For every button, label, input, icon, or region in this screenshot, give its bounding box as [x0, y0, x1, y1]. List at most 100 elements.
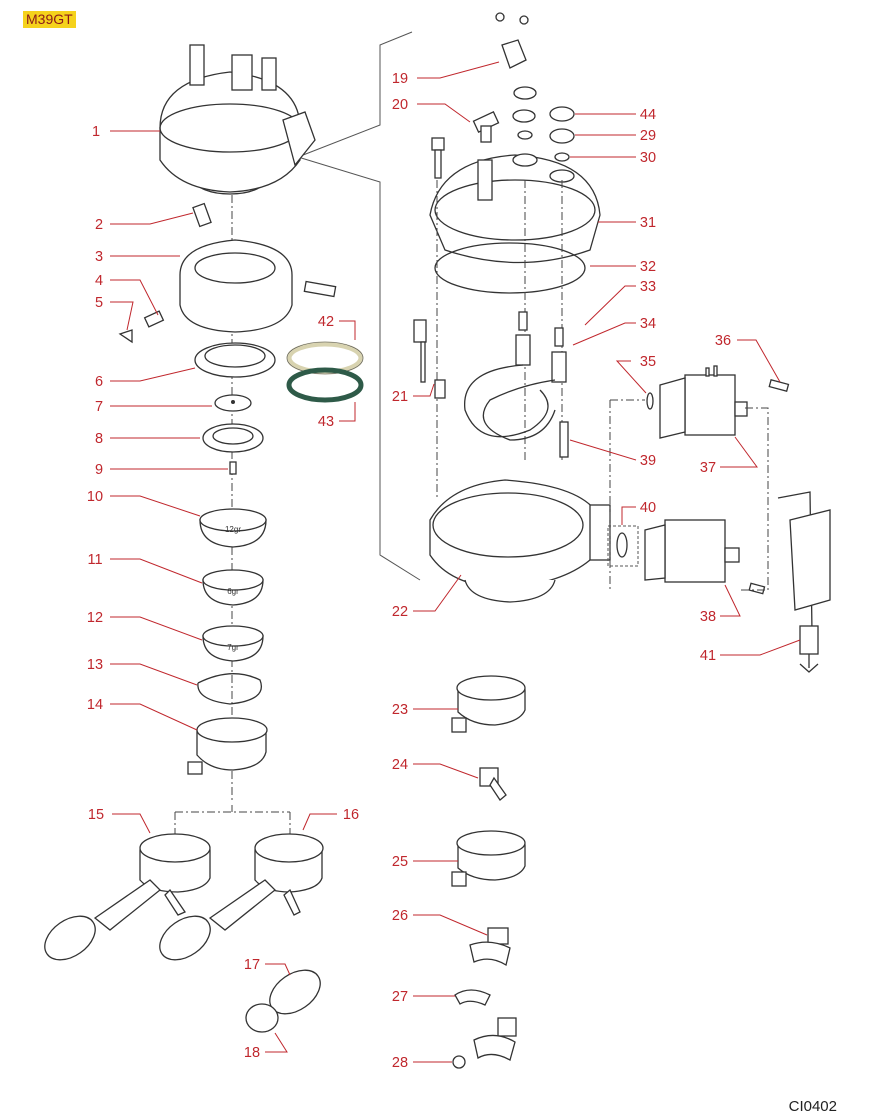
callout-15: 15 [88, 807, 104, 823]
callout-25: 25 [392, 854, 408, 870]
part-group-head-ring [179, 239, 337, 333]
part-shower-8 [202, 423, 264, 453]
axis-split [174, 805, 291, 840]
callout-40: 40 [640, 500, 656, 516]
part-pin-39 [559, 421, 569, 458]
callout-33: 33 [640, 279, 656, 295]
part-gasket-43 [286, 367, 364, 403]
callout-4: 4 [95, 273, 103, 289]
part-cup-25 [451, 830, 526, 887]
part-element-terminal-34 [551, 327, 567, 383]
callout-14: 14 [87, 697, 103, 713]
callout-27: 27 [392, 989, 408, 1005]
drawing-code: CI0402 [788, 1098, 837, 1115]
part-basket-10: 12gr [199, 508, 267, 548]
part-portafilter-16 [159, 833, 324, 961]
callout-23: 23 [392, 702, 408, 718]
basket-11-mark: 6gr [227, 587, 239, 596]
callout-36: 36 [715, 333, 731, 349]
callout-18: 18 [244, 1045, 260, 1061]
part-basket-11: 6gr [202, 569, 264, 606]
callout-7: 7 [95, 399, 103, 415]
callout-2: 2 [95, 217, 103, 233]
callout-30: 30 [640, 150, 656, 166]
part-washer-29 [549, 128, 575, 144]
callout-41: 41 [700, 648, 716, 664]
callout-3: 3 [95, 249, 103, 265]
part-boiler-assembly [159, 44, 316, 195]
callout-32: 32 [640, 259, 656, 275]
callout-22: 22 [392, 604, 408, 620]
callout-6: 6 [95, 374, 103, 390]
part-spout-26 [469, 927, 511, 967]
part-cover-27 [454, 989, 491, 1006]
callout-19: 19 [392, 71, 408, 87]
callout-24: 24 [392, 757, 408, 773]
part-screw-9 [229, 461, 237, 475]
part-element-terminal-33 [515, 311, 531, 366]
part-screw-36 [768, 378, 790, 392]
callout-9: 9 [95, 462, 103, 478]
callout-43: 43 [318, 414, 334, 430]
part-screw-38b [748, 582, 766, 595]
part-gasket-6 [194, 342, 276, 378]
callout-39: 39 [640, 453, 656, 469]
part-pump-38 [644, 519, 740, 583]
part-boiler-top-31 [429, 153, 601, 264]
part-cup-23 [451, 675, 526, 733]
callout-26: 26 [392, 908, 408, 924]
part-gasket-32 [434, 242, 586, 294]
part-level-probe-41 [777, 491, 831, 673]
pump-dash-link [609, 399, 769, 591]
part-thermostat-19 [495, 12, 529, 69]
callout-37: 37 [700, 460, 716, 476]
callout-12: 12 [87, 610, 103, 626]
part-nuts-left-stack [512, 86, 537, 140]
model-badge: M39GT [23, 11, 76, 28]
callout-42: 42 [318, 314, 334, 330]
callout-10: 10 [87, 489, 103, 505]
part-spout-body [473, 1017, 517, 1061]
part-bolt [431, 137, 445, 179]
part-fitting-20 [472, 111, 500, 143]
callout-5: 5 [95, 295, 103, 311]
callout-leaders [110, 61, 801, 1063]
part-fitting-2 [192, 202, 212, 228]
part-heating-element [464, 364, 556, 441]
part-disc-7 [214, 394, 252, 412]
basket-12-mark: 7gr [227, 643, 239, 652]
callout-labels: 1 2 3 4 5 6 7 8 9 10 11 12 13 14 15 16 1… [87, 71, 731, 1071]
callout-1: 1 [92, 124, 100, 140]
callout-20: 20 [392, 97, 408, 113]
part-boiler-base-22 [429, 479, 611, 603]
part-ring-30 [554, 152, 570, 162]
part-screw-4 [143, 310, 165, 328]
part-screw-5 [118, 329, 133, 344]
part-spring-13 [197, 673, 262, 705]
part-basket-12: 7gr [202, 625, 264, 662]
callout-17: 17 [244, 957, 260, 973]
callout-21: 21 [392, 389, 408, 405]
callout-16: 16 [343, 807, 359, 823]
part-pump-37 [659, 365, 748, 439]
part-nut-44 [549, 106, 575, 122]
callout-34: 34 [640, 316, 656, 332]
detail-frame [297, 31, 421, 581]
callout-13: 13 [87, 657, 103, 673]
part-oring-35 [646, 392, 654, 410]
callout-35: 35 [640, 354, 656, 370]
callout-44: 44 [640, 107, 656, 123]
callout-31: 31 [640, 215, 656, 231]
part-portafilter-cup-14 [187, 717, 268, 775]
basket-10-mark: 12gr [225, 525, 241, 534]
part-spout-24 [479, 767, 507, 801]
part-cap-18 [245, 1003, 279, 1033]
part-plug-28 [452, 1055, 466, 1069]
callout-8: 8 [95, 431, 103, 447]
part-oring-40 [607, 525, 639, 567]
callout-29: 29 [640, 128, 656, 144]
callout-38: 38 [700, 609, 716, 625]
callout-28: 28 [392, 1055, 408, 1071]
